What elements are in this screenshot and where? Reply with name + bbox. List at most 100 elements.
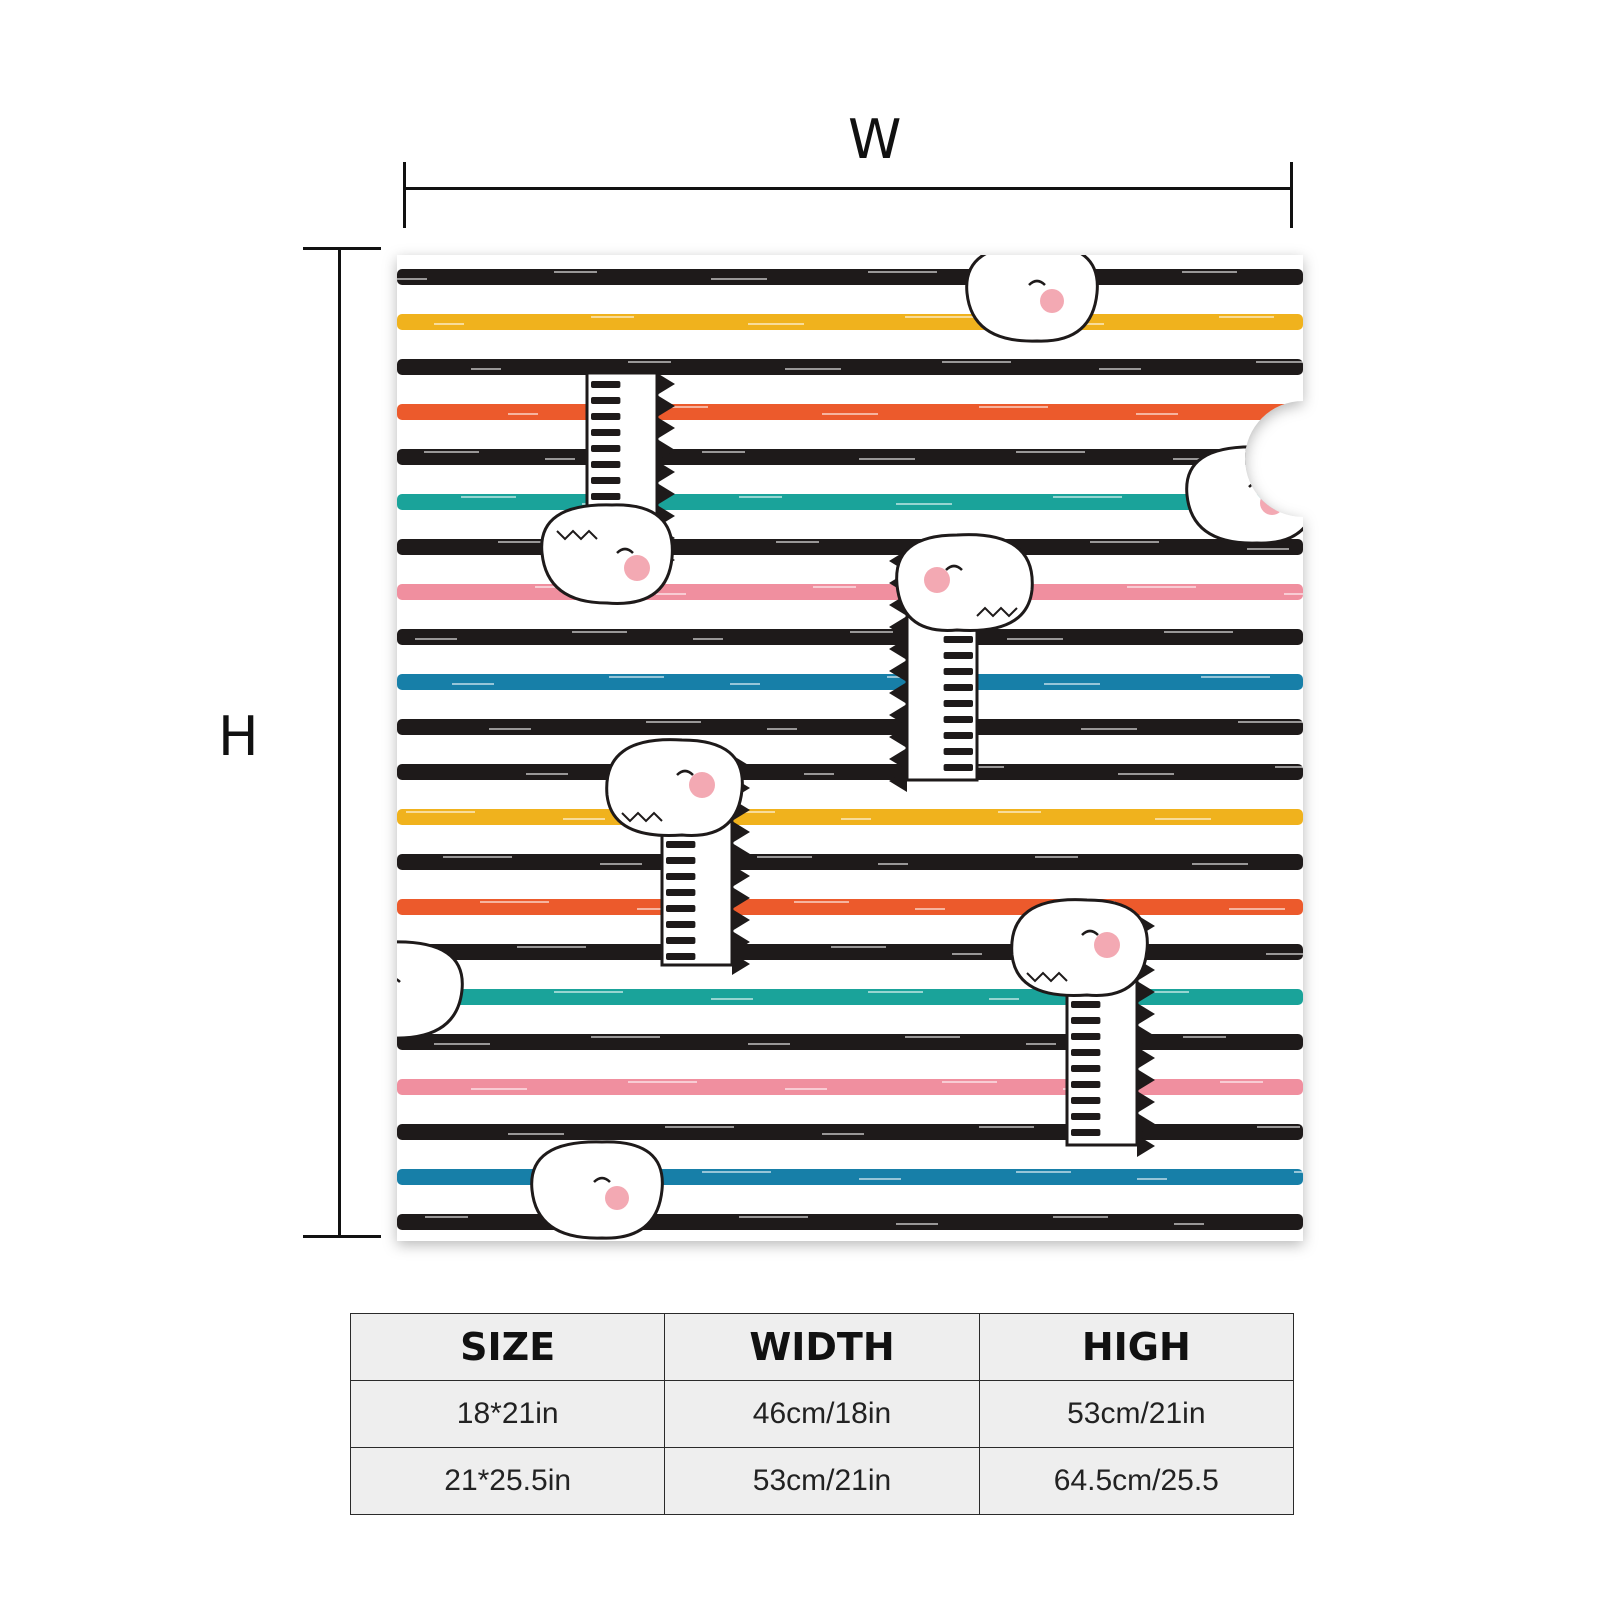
stripe-texture [1229,908,1285,910]
stripe-texture [1035,856,1078,858]
stripe-texture [748,1043,790,1045]
stripe-texture [1293,406,1303,408]
width-cell: 46cm/18in [664,1380,980,1448]
dino-eye [593,1176,611,1183]
stripe-texture [776,541,819,543]
stripe-texture [425,1216,468,1218]
stripe-texture [1174,1223,1204,1225]
stripe [397,404,1303,420]
dino-neck-stripe [591,477,621,484]
stripe-texture [998,811,1041,813]
stripe-texture [905,1036,960,1038]
dino-neck-stripe [591,429,621,436]
stripe [397,359,1303,375]
stripe-texture [1247,548,1289,550]
stripe-texture [508,413,538,415]
stripe-texture [896,1223,938,1225]
stripe-texture [554,991,623,993]
stripe [397,1034,1303,1050]
width-dimension-line [404,187,1292,190]
stripe-texture [452,683,494,685]
dino-neck-stripe [1071,1033,1101,1040]
height-label: H [218,705,259,768]
stripe-texture [942,1081,997,1083]
dino-neck-stripe [943,668,973,675]
width-tick-right [1290,162,1293,228]
dino-neck-stripe [943,684,973,691]
stripe-texture [646,721,701,723]
stripe-texture [637,908,679,910]
stripe-texture [1284,593,1303,595]
stripe-texture [526,773,568,775]
size-cell: 21*25.5in [349,1447,666,1515]
stripe-texture [489,728,531,730]
dino-teeth [976,606,1018,618]
dino-neck-stripe [591,381,621,388]
dino-eye [1248,481,1266,488]
stripe-texture [767,728,797,730]
dino-head [540,503,674,605]
stripe-texture [748,323,804,325]
stripe-texture [868,991,923,993]
stripe-texture [1146,991,1189,993]
stripe-texture [831,946,886,948]
stripe-texture [1016,451,1085,453]
dino-teeth [1026,971,1068,983]
stripe-texture [859,458,915,460]
stripe-texture [572,631,627,633]
stripe-texture [471,368,501,370]
dino-eye [1081,929,1099,936]
size-table: SIZE WIDTH HIGH 18*21in 46cm/18in 53cm/2… [349,1313,1295,1515]
dinosaur [605,738,750,975]
dino-head [397,940,464,1040]
stripe-texture [850,631,893,633]
stripe [397,854,1303,870]
dino-neck-stripe [591,493,621,500]
dino-neck-stripe [666,921,696,928]
dino-cheek [1260,491,1284,515]
mailbox-cover-product [397,255,1303,1241]
stripe-texture [979,1126,1034,1128]
stripe [397,1079,1303,1095]
width-header: WIDTH [664,1313,980,1381]
dino-head [605,738,744,837]
stripe-texture [1266,953,1303,955]
stripe-texture [397,278,427,280]
stripe [397,809,1303,825]
stripe-texture [757,856,812,858]
dinosaur-head [1185,445,1303,545]
stripe-texture [443,856,512,858]
stripe-texture [952,953,982,955]
stripe-texture [896,503,952,505]
stripe-texture [794,901,849,903]
stripe-texture [591,1036,660,1038]
stripe-texture [434,323,464,325]
dino-head [895,533,1034,632]
stripe-texture [1007,638,1063,640]
stripe-texture [628,361,671,363]
size-table-header-row: SIZE WIDTH HIGH [349,1313,1295,1381]
stripe-texture [1173,458,1215,460]
high-cell: 64.5cm/25.5 [978,1447,1295,1515]
stripe-texture [989,998,1019,1000]
stripe-texture [665,1126,734,1128]
stripe-texture [554,271,597,273]
dino-neck-stripe [1071,1017,1101,1024]
dino-neck-stripe [943,732,973,739]
stripe [397,494,1303,510]
stripe-texture [517,946,586,948]
stripe-texture [813,586,856,588]
stripe-texture [878,863,908,865]
dino-neck-stripe [1071,1097,1101,1104]
table-row: 18*21in 46cm/18in 53cm/21in [349,1380,1295,1448]
stripe-texture [665,406,708,408]
stripe-texture [1136,413,1178,415]
dino-neck-stripe [943,700,973,707]
dino-neck-stripe [1071,1065,1101,1072]
size-cell: 18*21in [349,1380,666,1448]
stripe-texture [1053,496,1122,498]
stripe [397,674,1303,690]
stripe-texture [804,773,834,775]
stripe-texture [841,818,871,820]
stripe-texture [942,361,1011,363]
